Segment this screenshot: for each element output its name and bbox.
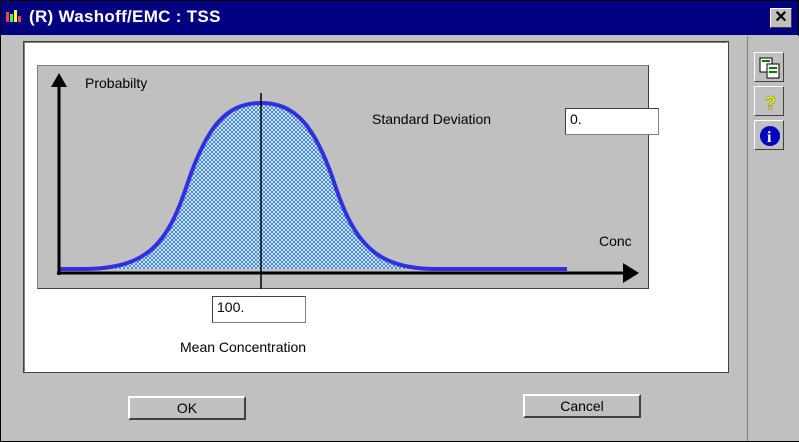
- mean-input[interactable]: 100.: [212, 296, 306, 323]
- window-title: (R) Washoff/EMC : TSS: [29, 7, 221, 26]
- app-icon: [6, 10, 21, 22]
- close-icon: ✕: [774, 9, 788, 26]
- distribution-panel: Probabilty Conc Standard Deviation 0. 10…: [24, 42, 728, 372]
- x-axis-label: Conc: [599, 233, 632, 249]
- svg-text:i: i: [767, 129, 772, 146]
- title-bar[interactable]: (R) Washoff/EMC : TSS ✕: [1, 1, 798, 35]
- curve-fill: [82, 103, 437, 269]
- mean-label: Mean Concentration: [180, 339, 307, 355]
- std-dev-label: Standard Deviation: [372, 111, 492, 127]
- x-axis-arrow: [623, 263, 639, 283]
- client-area: Probabilty Conc Standard Deviation 0. 10…: [1, 36, 747, 441]
- y-axis-arrow: [51, 73, 67, 87]
- y-axis-label: Probabilty: [85, 75, 148, 91]
- svg-text:?: ?: [765, 93, 776, 113]
- help-icon: ?: [765, 93, 777, 113]
- distribution-chart: [51, 73, 639, 289]
- copy-button[interactable]: [754, 52, 784, 82]
- copy-icon: [759, 57, 780, 79]
- std-dev-input[interactable]: 0.: [565, 108, 659, 135]
- cancel-button[interactable]: Cancel: [523, 394, 641, 418]
- info-icon: i: [760, 126, 780, 146]
- side-toolbar: ? i: [747, 36, 799, 441]
- info-button[interactable]: i: [754, 120, 784, 150]
- help-button[interactable]: ?: [754, 86, 784, 116]
- ok-button[interactable]: OK: [128, 396, 246, 420]
- close-button[interactable]: ✕: [770, 8, 792, 28]
